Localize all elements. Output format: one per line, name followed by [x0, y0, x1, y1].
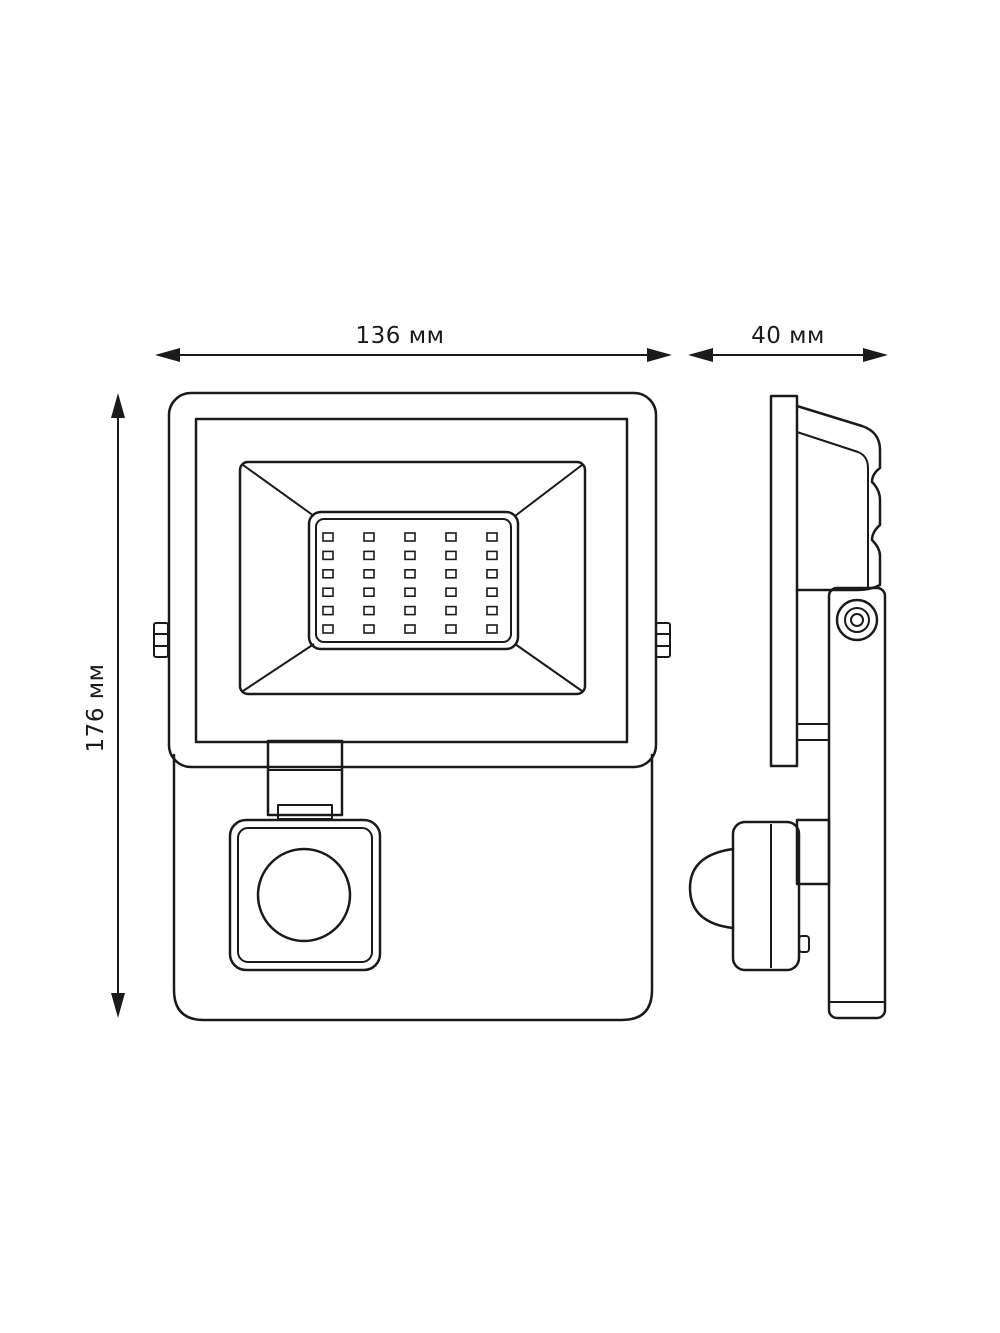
depth-dimension: 40 мм [688, 323, 888, 362]
left-bolt [153, 622, 169, 658]
led-chip [404, 568, 416, 579]
bracket-bolt [835, 598, 879, 642]
side-sensor-knob [798, 935, 810, 953]
led-chip [486, 532, 498, 542]
width-dimension: 136 мм [155, 323, 672, 362]
led-chip [363, 624, 375, 634]
led-chip [363, 550, 375, 561]
led-chip [445, 568, 457, 579]
led-chip [486, 605, 498, 616]
led-chip [363, 532, 375, 542]
mounting-bracket [827, 586, 887, 1020]
led-chip [404, 550, 416, 561]
led-chip [486, 587, 498, 598]
housing-frame [167, 391, 658, 769]
led-chip [404, 587, 416, 598]
side-housing [795, 404, 882, 592]
led-chip [445, 605, 457, 616]
sensor-lens [256, 847, 352, 943]
height-dimension: 176 мм [83, 393, 125, 1018]
front-view [153, 391, 671, 1022]
reflector [238, 460, 587, 696]
motion-sensor [228, 818, 382, 972]
led-chip [404, 605, 416, 616]
led-chip [322, 568, 334, 579]
side-sensor-stem [795, 818, 831, 886]
led-chip [445, 624, 457, 634]
led-board [307, 510, 520, 651]
led-chip [363, 605, 375, 616]
sensor-plate [172, 753, 654, 1022]
led-chip [322, 587, 334, 598]
led-chip [363, 587, 375, 598]
led-chip [404, 624, 416, 634]
side-sensor-lens [688, 847, 735, 930]
sensor-neck [266, 739, 344, 817]
led-chip [404, 532, 416, 542]
side-sensor-body [731, 820, 801, 972]
led-chip [322, 532, 334, 542]
side-front-plate [769, 394, 799, 768]
height-label: 176 мм [83, 664, 109, 753]
led-chip [486, 568, 498, 579]
led-chip [322, 624, 334, 634]
right-bolt [655, 622, 671, 658]
led-chip [363, 568, 375, 579]
led-chip [486, 550, 498, 561]
led-chip [445, 550, 457, 561]
led-chip [445, 532, 457, 542]
side-view [688, 394, 887, 1020]
depth-label: 40 мм [751, 323, 825, 349]
led-chip [486, 624, 498, 634]
led-chip [322, 550, 334, 561]
led-grid [322, 532, 498, 634]
housing-inner [194, 417, 629, 744]
led-chip [445, 587, 457, 598]
led-chip [322, 605, 334, 616]
width-label: 136 мм [356, 323, 445, 349]
